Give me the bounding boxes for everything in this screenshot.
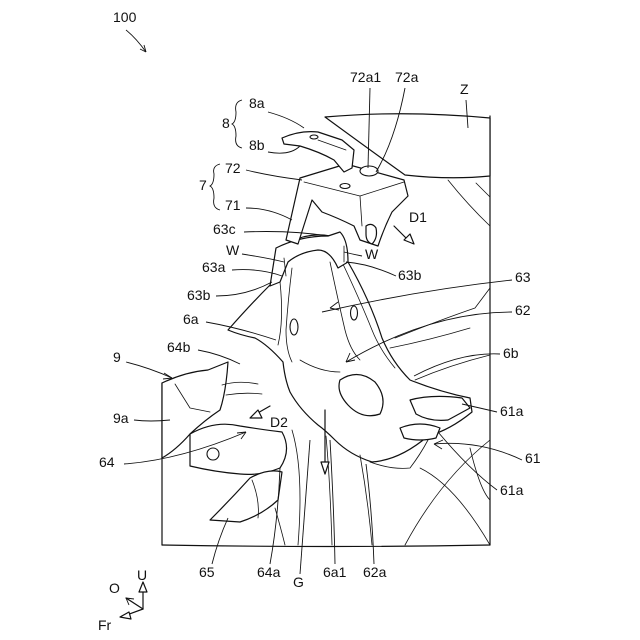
leader-72: [246, 170, 302, 180]
bracket-64: [190, 424, 287, 474]
z-member-edge-detail: [476, 183, 490, 197]
background-line-1: [395, 288, 490, 338]
bracket-72a1-hole: [360, 166, 378, 176]
label-63b-left: 63b: [187, 287, 211, 303]
label-65: 65: [199, 564, 215, 580]
figure-number-leader: [126, 30, 146, 52]
label-z: Z: [460, 81, 469, 97]
label-62: 62: [515, 302, 531, 318]
background-line-6: [405, 440, 490, 545]
leader-62a: [366, 464, 374, 564]
bracket-side-hole: [366, 224, 377, 244]
brace-8: [232, 100, 242, 148]
axis-front-label: Fr: [98, 617, 112, 633]
label-g: G: [293, 574, 304, 590]
background-line-3: [415, 355, 490, 380]
leader-64b: [198, 350, 240, 364]
brace-7: [210, 164, 220, 210]
label-8a: 8a: [249, 95, 265, 111]
leader-g: [300, 440, 310, 574]
gap-g-line-left: [292, 430, 300, 545]
label-d2: D2: [270, 414, 288, 430]
leader-61-arrowhead: [434, 440, 443, 449]
pillar-hole-left: [290, 319, 298, 335]
flange-61a-bottom: [400, 424, 440, 440]
label-72a1: 72a1: [350, 69, 381, 85]
part-65: [210, 471, 282, 522]
leader-61a-bottom: [438, 432, 497, 490]
arrow-6a1-arrowhead: [321, 462, 329, 474]
bracket-64b-edge: [222, 382, 258, 385]
background-line-5: [470, 448, 490, 500]
leader-71: [246, 208, 292, 220]
label-6b: 6b: [503, 345, 519, 361]
label-64: 64: [99, 454, 115, 470]
label-6a: 6a: [183, 311, 199, 327]
axis-out-label: O: [109, 580, 120, 596]
label-63c: 63c: [213, 221, 236, 237]
label-63b-right: 63b: [398, 267, 422, 283]
label-w-left: W: [226, 242, 240, 258]
axis-up-label: U: [137, 567, 147, 583]
label-62a: 62a: [363, 564, 387, 580]
leader-8a: [268, 112, 304, 128]
leader-6b: [414, 354, 500, 376]
leader-8b: [268, 146, 300, 153]
bracket-64b-edge-2: [226, 393, 262, 395]
leader-65: [212, 518, 228, 564]
axis-front-arrowhead: [120, 612, 131, 619]
label-64b: 64b: [167, 339, 191, 355]
label-61a-bottom: 61a: [500, 482, 524, 498]
label-72: 72: [225, 160, 241, 176]
label-61: 61: [525, 450, 541, 466]
label-w-right: W: [365, 246, 379, 262]
direction-d1-arrowhead: [404, 234, 414, 244]
figure-number-label: 100: [113, 9, 137, 25]
label-71: 71: [225, 197, 241, 213]
label-6a1: 6a1: [323, 564, 347, 580]
label-63: 63: [515, 269, 531, 285]
background-line-2: [390, 328, 470, 348]
axis-up-arrowhead: [139, 582, 147, 592]
z-member-lower-edge: [448, 180, 490, 226]
label-72a: 72a: [395, 69, 419, 85]
bracket-slot: [340, 184, 350, 189]
bracket-64-hole: [207, 448, 219, 460]
bracket-7: [286, 164, 408, 246]
pillar-hole-right: [351, 306, 358, 320]
leader-61: [434, 443, 522, 460]
label-9a: 9a: [113, 410, 129, 426]
label-8b: 8b: [249, 137, 265, 153]
leader-9a: [134, 420, 170, 421]
bottom-boundary-line: [162, 545, 490, 547]
leader-9: [126, 362, 172, 378]
label-d1: D1: [409, 209, 427, 225]
label-9: 9: [113, 349, 121, 365]
label-7: 7: [199, 177, 207, 193]
label-61a-top: 61a: [500, 403, 524, 419]
label-8: 8: [222, 115, 230, 131]
bracket-8-hole: [310, 135, 318, 139]
label-63a: 63a: [202, 259, 226, 275]
label-64a: 64a: [257, 564, 281, 580]
